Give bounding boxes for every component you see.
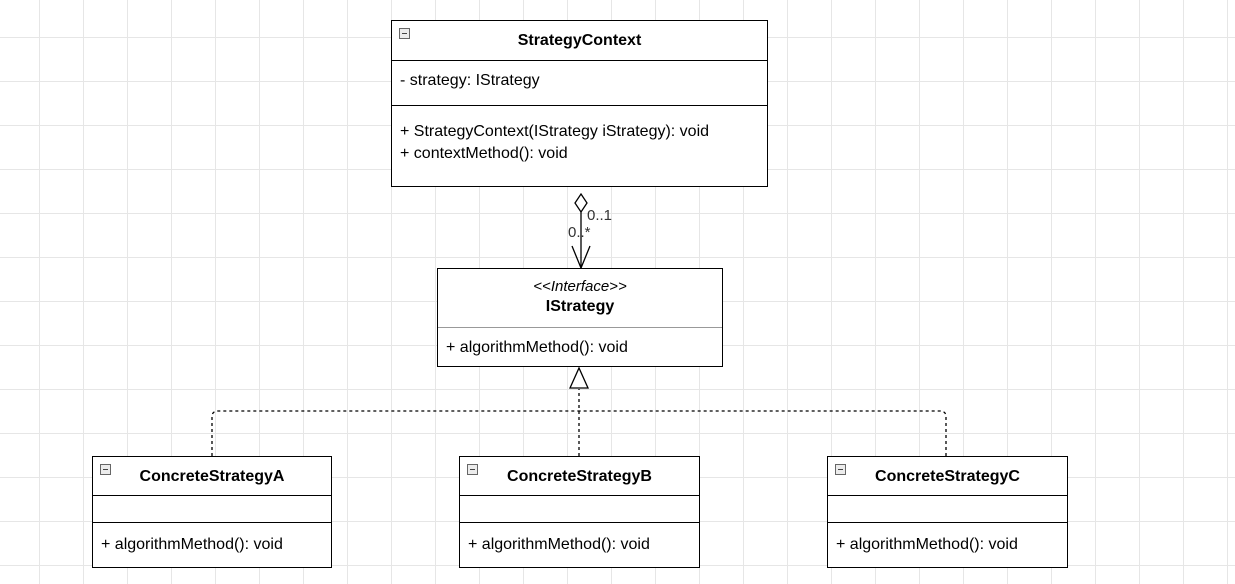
class-concrete-strategy-c[interactable]: ConcreteStrategyC + algorithmMethod(): v… [827, 456, 1068, 568]
methods-section: + StrategyContext(IStrategy iStrategy): … [392, 106, 767, 165]
class-concrete-strategy-b[interactable]: ConcreteStrategyB + algorithmMethod(): v… [459, 456, 700, 568]
method: + contextMethod(): void [400, 145, 568, 162]
class-concrete-strategy-a[interactable]: ConcreteStrategyA + algorithmMethod(): v… [92, 456, 332, 568]
class-name: ConcreteStrategyA [139, 468, 285, 485]
method: + algorithmMethod(): void [468, 536, 650, 553]
aggregation-diamond [574, 192, 588, 214]
class-header: StrategyContext [392, 21, 767, 61]
stereotype: <<Interface>> [533, 278, 627, 295]
collapse-icon[interactable] [399, 28, 410, 39]
attributes-section [828, 496, 1067, 523]
methods-section: + algorithmMethod(): void [438, 328, 722, 359]
method: + algorithmMethod(): void [446, 339, 628, 356]
method: + StrategyContext(IStrategy iStrategy): … [400, 123, 710, 140]
method: + algorithmMethod(): void [101, 536, 283, 553]
attributes-section [93, 496, 331, 523]
class-name: IStrategy [545, 298, 615, 315]
methods-section: + algorithmMethod(): void [828, 523, 1067, 556]
class-header: <<Interface>> IStrategy [438, 269, 722, 328]
interface-istrategy[interactable]: <<Interface>> IStrategy + algorithmMetho… [437, 268, 723, 367]
realization-line-c [579, 410, 947, 456]
source-multiplicity: 0..1 [587, 207, 613, 224]
target-multiplicity: 0..* [568, 224, 591, 241]
attributes-section: - strategy: IStrategy [392, 61, 767, 106]
class-name: StrategyContext [517, 32, 642, 49]
class-name: ConcreteStrategyB [507, 468, 652, 485]
attributes-section [460, 496, 699, 523]
methods-section: + algorithmMethod(): void [93, 523, 331, 556]
realization-line-a [211, 410, 579, 456]
class-header: ConcreteStrategyA [93, 457, 331, 496]
class-strategy-context[interactable]: StrategyContext - strategy: IStrategy + … [391, 20, 768, 187]
class-name: ConcreteStrategyC [875, 468, 1020, 485]
attribute: - strategy: IStrategy [400, 72, 540, 89]
collapse-icon[interactable] [467, 464, 478, 475]
collapse-icon[interactable] [100, 464, 111, 475]
realization-triangle [568, 366, 590, 389]
method: + algorithmMethod(): void [836, 536, 1018, 553]
class-header: ConcreteStrategyB [460, 457, 699, 496]
collapse-icon[interactable] [835, 464, 846, 475]
class-header: ConcreteStrategyC [828, 457, 1067, 496]
methods-section: + algorithmMethod(): void [460, 523, 699, 556]
